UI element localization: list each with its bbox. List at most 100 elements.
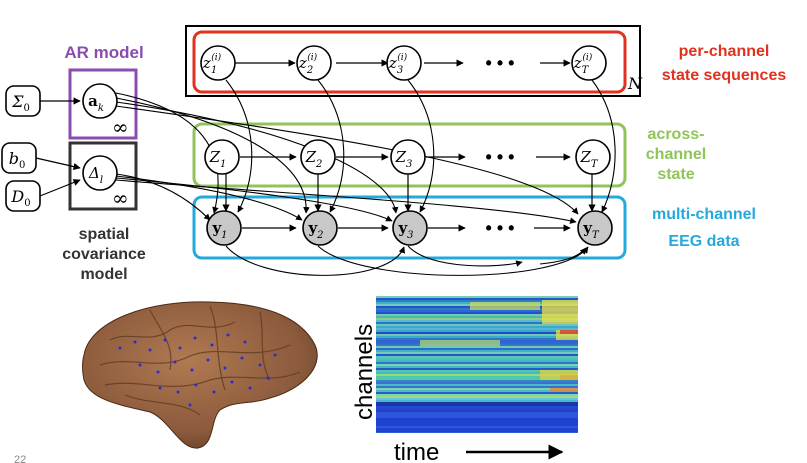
eeg-row <box>376 356 578 358</box>
eeg-row <box>376 350 578 352</box>
eeg-row <box>376 358 578 360</box>
eeg-row <box>376 366 578 368</box>
svg-text:state sequences: state sequences <box>662 67 787 84</box>
eeg-row <box>376 360 578 362</box>
eeg-row <box>376 314 578 316</box>
node-a-k-label: ak <box>88 92 104 114</box>
node-z-perchannel-3: z3(i) <box>386 45 422 81</box>
eeg-row <box>376 338 578 340</box>
ellipsis-row-1: • • • <box>486 53 515 73</box>
prior-sigma0: Σ0 <box>5 85 41 117</box>
eeg-row <box>376 400 578 402</box>
svg-text:state: state <box>657 166 694 183</box>
label-per-channel: per-channel state sequences <box>662 43 787 84</box>
chain-arrows <box>35 59 571 232</box>
eeg-row <box>376 406 578 408</box>
prior-b0: b0 <box>1 142 37 174</box>
eeg-row <box>376 410 578 412</box>
eeg-row <box>376 376 578 378</box>
eeg-row <box>376 362 578 364</box>
eeg-row <box>376 330 578 332</box>
vertical-arrows <box>222 174 596 212</box>
eeg-row <box>376 382 578 384</box>
eeg-row <box>376 318 578 320</box>
time-axis-label: time <box>394 439 439 463</box>
plate-inf-ar: ∞ <box>112 115 129 139</box>
eeg-row <box>376 426 578 428</box>
eeg-row <box>376 414 578 416</box>
node-y-4-label: yT <box>582 219 600 241</box>
eeg-row <box>376 430 578 432</box>
prior-D0: D0 <box>5 180 41 212</box>
eeg-row <box>376 398 578 400</box>
eeg-row <box>376 324 578 326</box>
electrode-dots <box>118 333 277 407</box>
eeg-row <box>376 386 578 388</box>
eeg-patch <box>556 330 578 340</box>
eeg-row <box>376 298 578 300</box>
cyan-box-eeg-data <box>192 195 627 260</box>
eeg-row <box>376 412 578 414</box>
eeg-row <box>376 420 578 422</box>
eeg-row <box>376 394 578 396</box>
eeg-row <box>376 384 578 386</box>
red-box-per-channel <box>192 30 627 94</box>
prior-sigma0-label: Σ0 <box>11 92 30 114</box>
node-y-1: y1 <box>206 210 242 246</box>
purple-box-ar-model <box>68 68 138 140</box>
svg-text:per-channel: per-channel <box>679 43 770 60</box>
node-y-3: y3 <box>392 210 428 246</box>
eeg-patch <box>542 300 578 324</box>
node-z-perchannel-1: z1(i) <box>200 45 236 81</box>
label-multi-channel: multi-channel EEG data <box>652 206 756 250</box>
prior-D0-label: D0 <box>10 187 30 209</box>
svg-text:channel: channel <box>646 146 706 163</box>
eeg-row <box>376 380 578 382</box>
eeg-row <box>376 326 578 328</box>
slide-number: 22 <box>14 454 26 463</box>
eeg-row <box>376 316 578 318</box>
node-y-2-label: y2 <box>307 219 323 241</box>
eeg-patch <box>550 388 578 392</box>
green-box-across-channel <box>192 122 627 188</box>
eeg-row <box>376 352 578 354</box>
eeg-row <box>376 388 578 390</box>
eeg-row <box>376 424 578 426</box>
node-z-perchannel-1-label: z1(i) <box>202 52 222 76</box>
label-spatial-covariance: spatial covariance model <box>62 226 146 283</box>
plate-inf-spatial: ∞ <box>112 186 129 210</box>
node-z-perchannel-2-label: z2(i) <box>298 52 318 76</box>
eeg-patch <box>420 340 500 346</box>
svg-text:model: model <box>80 266 127 283</box>
node-y-2: y2 <box>302 210 338 246</box>
eeg-row <box>376 312 578 314</box>
node-z-perchannel-4: zT(i) <box>571 45 607 81</box>
svg-text:multi-channel: multi-channel <box>652 206 756 223</box>
eeg-row <box>376 370 578 372</box>
node-y-3-label: y3 <box>397 219 413 241</box>
prior-b0-label: b0 <box>9 149 26 171</box>
node-Z-4-label: ZT <box>579 148 598 170</box>
label-across-channel: across- channel state <box>646 126 706 183</box>
node-z-perchannel-3-label: z3(i) <box>388 52 408 76</box>
node-Z-3: Z3 <box>390 139 426 175</box>
eeg-patch <box>540 370 578 380</box>
eeg-row <box>376 416 578 418</box>
plate-N <box>185 25 641 97</box>
eeg-row <box>376 322 578 324</box>
node-y-1-label: y1 <box>211 219 227 241</box>
svg-text:covariance: covariance <box>62 246 146 263</box>
label-ar-model: AR model <box>64 43 143 62</box>
node-a-k: ak <box>82 83 118 119</box>
brain-image <box>82 301 318 449</box>
eeg-patch <box>470 302 540 310</box>
eeg-row <box>376 354 578 356</box>
eeg-row <box>376 396 578 398</box>
eeg-row <box>376 392 578 394</box>
eeg-row <box>376 336 578 338</box>
eeg-row <box>376 300 578 302</box>
eeg-row <box>376 310 578 312</box>
eeg-row <box>376 296 578 298</box>
